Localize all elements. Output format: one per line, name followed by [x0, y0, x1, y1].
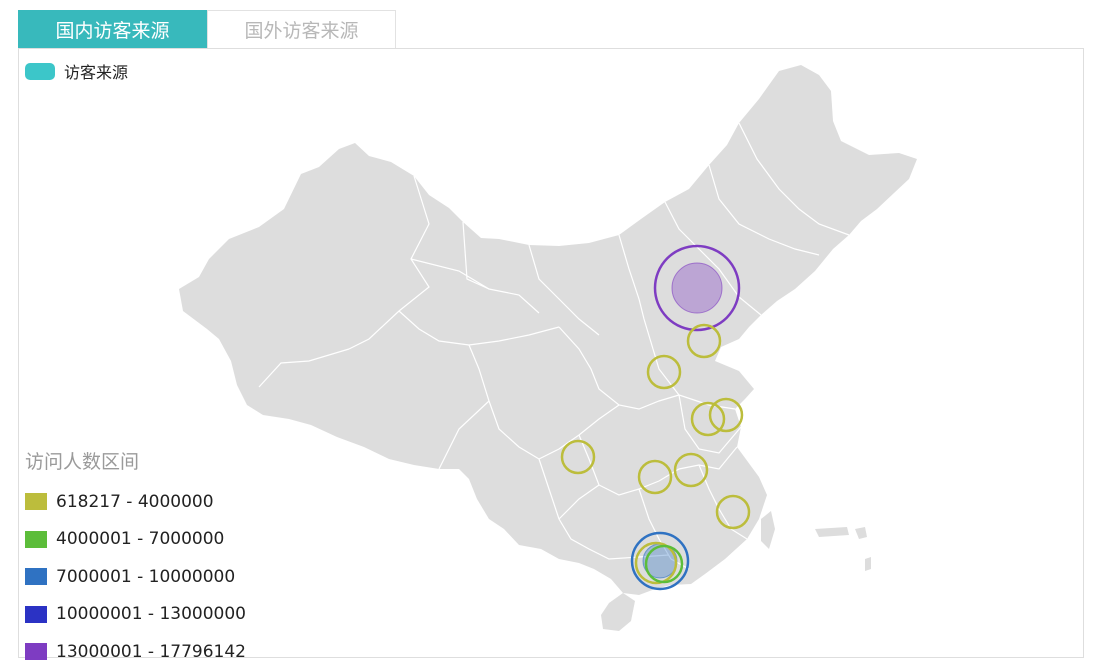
map-marker-core [671, 262, 723, 314]
range-legend-item-4[interactable]: 10000001 - 13000000 [25, 596, 246, 634]
map-marker-ring [634, 541, 678, 585]
province-border-line [558, 484, 600, 520]
range-legend-label: 7000001 - 10000000 [56, 566, 236, 587]
map-marker-ring [644, 544, 684, 584]
map-marker[interactable] [653, 244, 741, 332]
map-marker[interactable] [673, 452, 709, 488]
map-marker-ring [708, 397, 744, 433]
province-border-line [468, 344, 580, 460]
province-border-line [438, 400, 490, 470]
series-legend-swatch [25, 62, 55, 80]
province-border-line [664, 201, 762, 316]
visitor-range-legend: 访问人数区间 618217 - 4000000 4000001 - 700000… [25, 447, 246, 671]
province-border-line [698, 464, 748, 540]
map-panel: 访客来源 [18, 48, 1084, 662]
map-land-hainan[interactable] [601, 593, 635, 631]
map-marker[interactable] [686, 323, 722, 359]
visitor-range-legend-title: 访问人数区间 [25, 451, 140, 473]
range-legend-item-5[interactable]: 13000001 - 17796142 [25, 633, 246, 671]
map-land-island[interactable] [815, 527, 849, 537]
china-map[interactable] [19, 49, 1083, 657]
map-land-island[interactable] [855, 527, 867, 539]
range-legend-label: 4000001 - 7000000 [56, 529, 225, 550]
province-border-line [578, 404, 620, 436]
range-legend-label: 618217 - 4000000 [56, 491, 214, 512]
series-legend-visitor-source[interactable]: 访客来源 [25, 59, 128, 83]
map-land-taiwan[interactable] [761, 511, 775, 549]
province-border-line [558, 326, 680, 410]
map-marker-ring [646, 354, 682, 390]
province-border-line [462, 221, 490, 290]
range-legend-item-3[interactable]: 7000001 - 10000000 [25, 558, 246, 596]
map-marker[interactable] [646, 354, 682, 390]
series-legend-label: 访客来源 [64, 63, 129, 82]
province-border-line [528, 244, 600, 336]
map-marker-ring [715, 494, 751, 530]
tab-bar: 国内访客来源 国外访客来源 [18, 10, 396, 48]
map-marker-ring [673, 452, 709, 488]
range-legend-swatch [25, 568, 47, 586]
map-marker-ring [690, 401, 726, 437]
visitor-markers [560, 244, 751, 591]
tab-domestic-visitors[interactable]: 国内访客来源 [18, 10, 207, 48]
range-legend-swatch [25, 643, 47, 661]
range-legend-swatch [25, 493, 47, 511]
map-marker-ring [637, 459, 673, 495]
province-border-line [348, 175, 430, 350]
province-border-line [708, 164, 820, 256]
tab-foreign-visitors[interactable]: 国外访客来源 [207, 10, 396, 48]
map-land [179, 65, 917, 631]
range-legend-swatch [25, 530, 47, 548]
province-border-line [258, 348, 350, 388]
range-legend-swatch [25, 605, 47, 623]
range-legend-item-1[interactable]: 618217 - 4000000 [25, 483, 246, 521]
map-marker[interactable] [560, 439, 596, 475]
map-marker[interactable] [715, 494, 751, 530]
map-land-island[interactable] [865, 557, 871, 571]
map-marker[interactable] [637, 459, 673, 495]
province-border-line [678, 394, 742, 454]
range-legend-label: 13000001 - 17796142 [56, 641, 246, 662]
map-marker-ring [653, 244, 741, 332]
map-marker[interactable] [708, 397, 744, 433]
map-marker-ring [686, 323, 722, 359]
province-border-line [738, 122, 850, 236]
map-marker-ring [560, 439, 596, 475]
range-legend-label: 10000001 - 13000000 [56, 604, 246, 625]
map-marker[interactable] [690, 401, 726, 437]
range-legend-item-2[interactable]: 4000001 - 7000000 [25, 521, 246, 559]
map-marker-ring [630, 531, 690, 591]
province-border-line [538, 458, 670, 560]
province-border-line [618, 234, 654, 350]
